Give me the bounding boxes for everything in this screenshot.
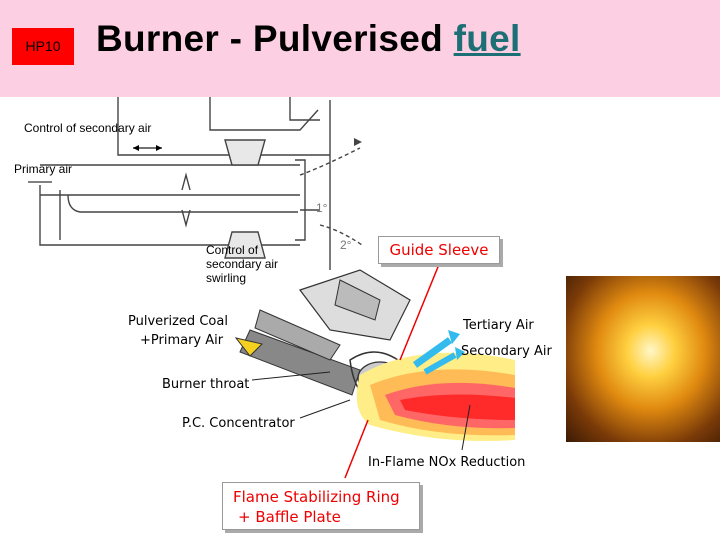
label-pulverized-coal: Pulverized Coal [128,314,228,329]
label-tertiary-air: Tertiary Air [463,318,534,333]
label-in-flame-nox: In-Flame NOx Reduction [368,455,526,470]
slide-title: Burner - Pulverised fuel [96,18,521,60]
flame-stabilizing-callout: Flame Stabilizing Ring + Baffle Plate [222,482,420,530]
callout-line-2: + Baffle Plate [238,508,341,526]
slide-badge: HP10 [12,28,74,65]
label-control-secondary-air: Control of secondary air [24,121,152,135]
title-text: Burner - Pulverised [96,18,454,59]
label-angle-2: 2° [340,238,352,252]
label-primary-air-2: +Primary Air [140,333,224,348]
label-secondary-air: Secondary Air [461,344,552,359]
title-link-fuel[interactable]: fuel [453,18,521,59]
label-angle-1: 1° [316,201,328,215]
label-pc-concentrator: P.C. Concentrator [182,416,295,431]
label-control-swirling: Control of secondary air swirling [206,243,279,285]
label-primary-air: Primary air [14,162,73,176]
slide-header: HP10 Burner - Pulverised fuel [0,0,720,97]
guide-sleeve-callout: Guide Sleeve [378,236,500,264]
flame-photo [566,276,720,442]
callout-line-1: Flame Stabilizing Ring [233,488,400,506]
label-burner-throat: Burner throat [162,377,250,392]
